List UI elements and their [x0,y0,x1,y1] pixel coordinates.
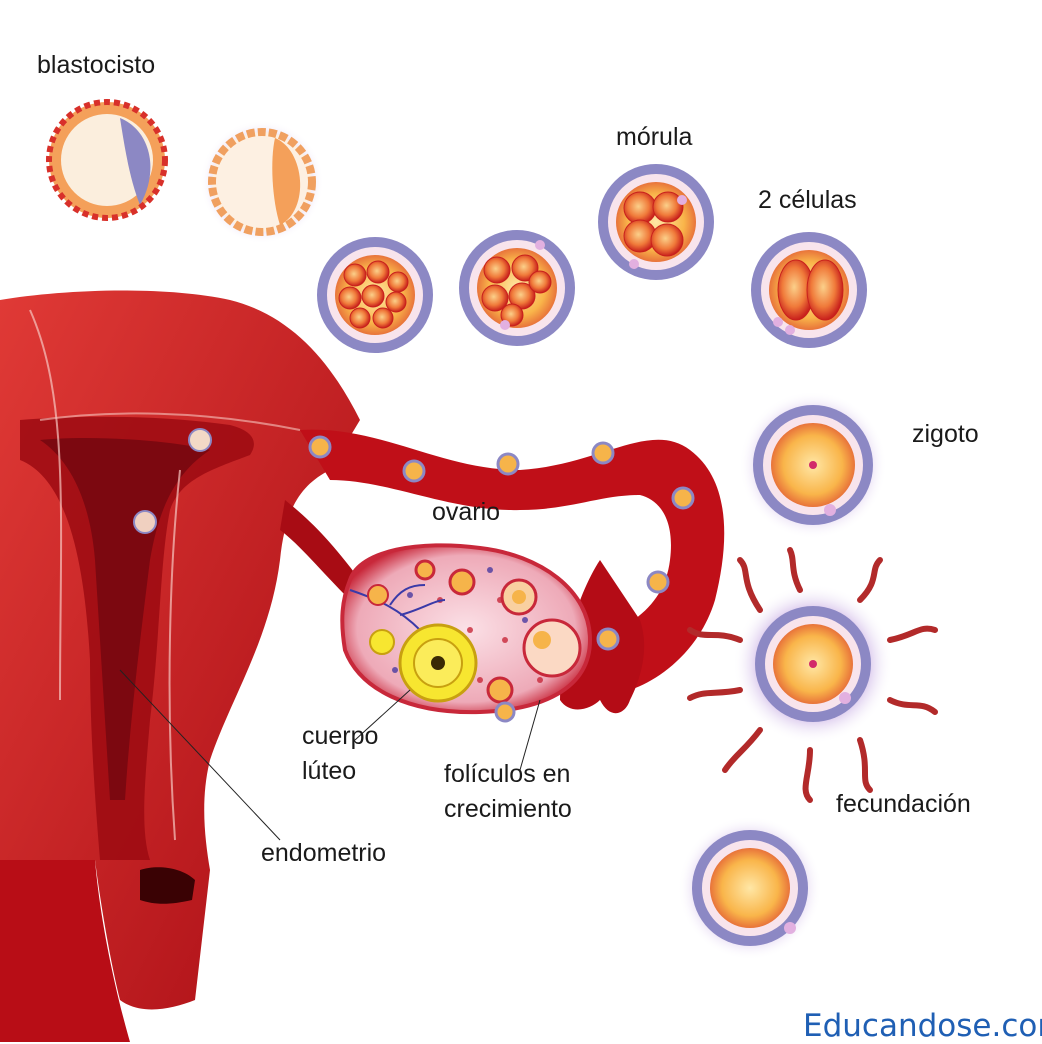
two-cell-embryo [751,232,867,348]
tube-embryos [133,428,695,651]
zygote [739,391,887,539]
label-ovario: ovario [432,498,501,526]
uterine-cavity [40,438,210,800]
ovum [678,816,822,960]
label-morula: mórula [616,123,693,151]
label-zigoto: zigoto [912,420,979,448]
label-luteo: lúteo [302,757,357,785]
tissue-highlight-2 [168,469,181,841]
blastocyst-1 [46,99,168,221]
leader-lines [119,669,541,841]
morula-cells-16 [317,237,433,353]
blastocyst-2 [200,120,324,244]
label-cuerpo: cuerpo [302,722,379,750]
label-crecimiento: crecimiento [444,795,572,823]
fertilization [687,547,938,803]
morula-cells-4 [598,164,714,280]
label-blastocisto: blastocisto [37,51,156,79]
cervical-canal [140,867,195,904]
label-foliculos: folículos en [444,760,571,788]
ovarian-ligament [280,500,360,600]
label-endometrio: endometrio [261,839,387,867]
ovary [340,543,593,723]
corpus-luteum [398,623,478,703]
label-2-celulas: 2 células [758,186,857,214]
tissue-highlight-3 [39,412,301,431]
fallopian-tube [300,429,725,690]
uterus-and-tube [0,290,725,1042]
label-fecundacion: fecundación [836,790,971,818]
brand-watermark: Educandose.com [803,1008,1042,1044]
morula-cells-8 [459,230,575,346]
uterus-cervix-wall [0,860,130,1042]
tissue-highlight [29,309,63,701]
